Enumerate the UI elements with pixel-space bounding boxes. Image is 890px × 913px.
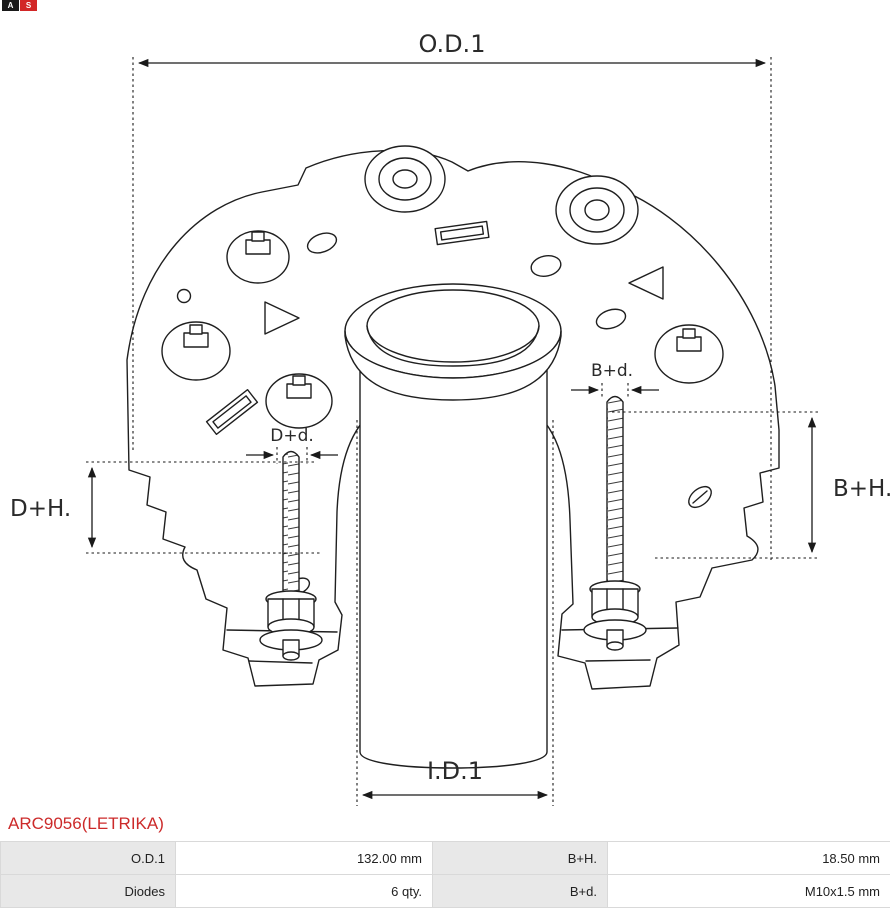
terminal-boss-1 [364, 145, 446, 213]
diode-circles [161, 230, 724, 429]
dim-label-bh: B+H. [833, 476, 890, 502]
dim-bh [612, 411, 820, 559]
spec-value-od1: 132.00 mm [175, 841, 433, 875]
spec-row-2: Diodes 6 qty. B+d. M10x1.5 mm [0, 874, 890, 908]
technical-drawing: O.D.1 I.D.1 D+H. B+H. D+d. B+d. [10, 30, 890, 806]
dim-label-od1: O.D.1 [419, 30, 486, 58]
spec-value-bh: 18.50 mm [607, 841, 890, 875]
plate-holes [176, 232, 712, 595]
dimension-annotations [86, 57, 820, 806]
spec-label-diodes: Diodes [0, 874, 176, 908]
brand-logo: A S [2, 0, 37, 11]
part-number-link[interactable]: ARC9056(LETRIKA) [8, 814, 164, 833]
dim-id1 [356, 420, 554, 806]
dim-dd [246, 447, 338, 464]
center-collar [344, 283, 562, 401]
dim-bd [571, 383, 659, 399]
dim-od1 [132, 57, 772, 562]
brand-logo-letter-s: S [20, 0, 37, 11]
spec-table: O.D.1 132.00 mm B+H. 18.50 mm Diodes 6 q… [0, 841, 890, 908]
mounting-stud-right [583, 395, 647, 651]
spec-value-diodes: 6 qty. [175, 874, 433, 908]
terminal-boss-2 [555, 175, 639, 245]
plate-slots [205, 220, 490, 436]
stamped-arrows [264, 266, 664, 335]
dim-label-dd: D+d. [270, 426, 314, 446]
brand-logo-letter-a: A [2, 0, 19, 11]
dim-label-bd: B+d. [591, 361, 633, 381]
spec-label-bh: B+H. [432, 841, 608, 875]
spec-row-1: O.D.1 132.00 mm B+H. 18.50 mm [0, 841, 890, 875]
spec-label-bd: B+d. [432, 874, 608, 908]
dim-dh [86, 461, 320, 554]
spec-value-bd: M10x1.5 mm [607, 874, 890, 908]
center-tube [359, 339, 548, 769]
spec-label-od1: O.D.1 [0, 841, 176, 875]
rectifier-plate [126, 145, 780, 769]
dim-label-id1: I.D.1 [427, 757, 483, 785]
mounting-stud-left [259, 450, 323, 661]
dim-label-dh: D+H. [10, 496, 71, 522]
